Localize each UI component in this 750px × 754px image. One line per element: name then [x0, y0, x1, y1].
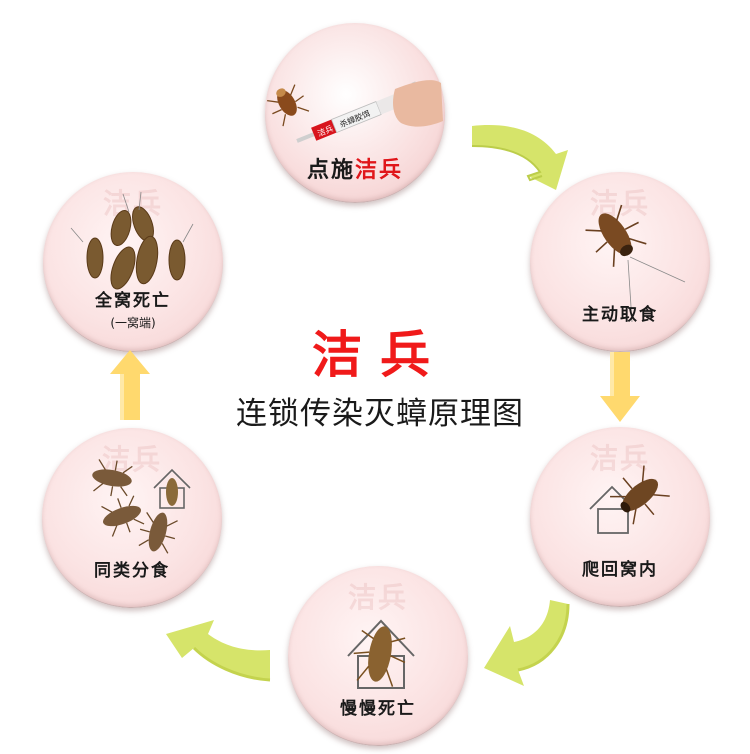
cockroach-icon — [101, 495, 145, 537]
step-label: 全窝死亡 — [95, 291, 171, 311]
arrow-up-icon — [110, 350, 150, 422]
curved-arrow-up-left-icon — [164, 608, 274, 688]
step-label: 主动取食 — [582, 305, 658, 325]
cockroach-icon — [86, 237, 104, 279]
curved-arrow-down-left-icon — [484, 598, 574, 688]
watermark: 洁兵 — [102, 187, 163, 220]
dead-cockroach-colony-illustration — [70, 191, 194, 290]
cockroach-icon — [166, 478, 178, 506]
diagram-subtitle: 连锁传染灭蟑原理图 — [236, 396, 524, 432]
step-crawl-back-to-nest: 洁兵 爬回窝内 — [530, 427, 710, 607]
cockroach-icon — [267, 84, 310, 127]
cockroach-icon — [585, 204, 686, 323]
step-shared-feeding: 洁兵 同类分食 — [42, 428, 222, 608]
cockroach-icon — [110, 209, 132, 247]
arrow-down-icon — [600, 352, 640, 424]
curved-arrow-right-icon — [468, 118, 578, 198]
brand-title: 洁兵 — [312, 325, 448, 384]
watermark: 洁兵 — [589, 442, 650, 475]
step-label: 点施洁兵 — [306, 157, 404, 183]
cockroach-icon — [92, 459, 133, 497]
step-label: 慢慢死亡 — [340, 699, 416, 719]
syringe-bait-illustration: 洁兵 杀蟑胶饵 — [267, 80, 443, 143]
cockroach-icon — [135, 235, 159, 285]
step-slow-death: 洁兵 慢慢死亡 — [288, 566, 468, 746]
cockroach-icon — [110, 246, 136, 290]
cockroach-icon — [353, 626, 406, 687]
cockroach-icon — [138, 512, 178, 554]
step-label: 爬回窝内 — [582, 560, 658, 580]
step-active-feeding: 洁兵 主动取食 — [530, 172, 710, 352]
watermark: 洁兵 — [347, 581, 408, 614]
step-whole-nest-dies: 洁兵 全窝死亡 (一窝端) — [43, 172, 223, 352]
cockroach-icon — [168, 239, 186, 281]
cockroach-icon — [610, 465, 670, 525]
step-sublabel: (一窝端) — [110, 316, 156, 330]
hand-icon — [393, 80, 443, 127]
step-apply-bait: 洁兵 杀蟑胶饵 点施洁兵 — [265, 23, 445, 203]
step-label: 同类分食 — [94, 561, 170, 581]
